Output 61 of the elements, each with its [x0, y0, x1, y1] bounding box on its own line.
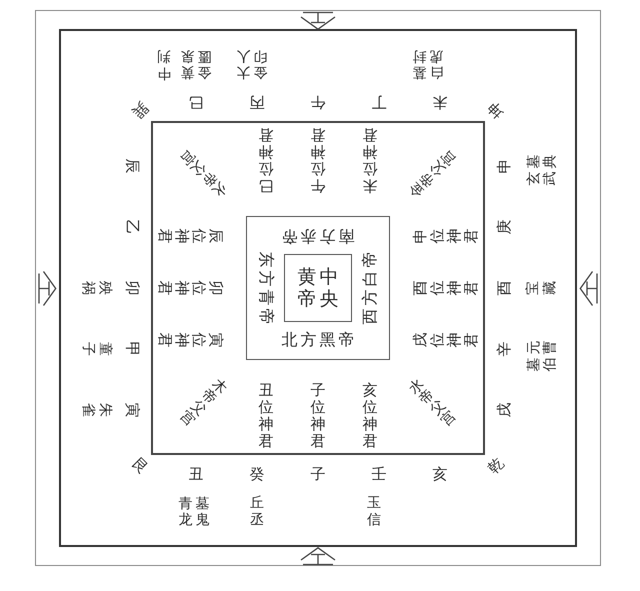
diagonal-label: 金帝父宫	[407, 146, 460, 199]
direction-label: 坤	[485, 98, 508, 121]
column-label: 子位神君	[310, 382, 326, 450]
diagonal-label: 水帝父宫	[407, 377, 460, 430]
direction-label: 午	[310, 94, 326, 110]
direction-label: 癸	[250, 466, 264, 482]
direction-label: 子	[310, 466, 326, 482]
column-label: 丑位神君	[258, 382, 274, 450]
column-label: 寅位神君	[156, 332, 224, 348]
direction-label: 乾	[485, 455, 508, 478]
side-label: 东方青帝	[257, 250, 275, 328]
side-label: 南方赤帝	[278, 227, 356, 245]
direction-label: 壬	[372, 466, 386, 482]
direction-label: 寅	[124, 402, 140, 418]
direction-label: 未	[432, 94, 448, 110]
name-label: 朱雀	[79, 403, 113, 417]
name-label: 殃祸	[79, 281, 113, 295]
direction-label: 巽	[128, 98, 151, 121]
diagonal-label: 火帝父宫	[176, 146, 229, 199]
name-label: 宝藏	[525, 281, 559, 295]
direction-label: 巳	[188, 94, 204, 110]
direction-label: 乙	[124, 220, 140, 234]
direction-label: 辛	[496, 342, 512, 356]
column-label: 卯位神君	[156, 280, 224, 296]
column-label: 午位神君	[310, 126, 326, 194]
direction-label: 庚	[496, 220, 512, 234]
direction-label: 申	[496, 158, 512, 174]
name-label: 黄泉金匮	[180, 48, 212, 80]
column-label: 辰位神君	[156, 228, 224, 244]
direction-label: 丙	[250, 94, 264, 110]
name-label: 童子	[79, 342, 113, 356]
column-label: 未位神君	[362, 126, 378, 194]
name-label: 中判	[157, 47, 171, 81]
direction-label: 辰	[124, 158, 140, 174]
square-frame	[246, 216, 390, 360]
side-label: 西方白帝	[361, 248, 379, 326]
name-label: 大人金印	[236, 48, 268, 80]
column-label: 申位神君	[412, 228, 480, 244]
column-label: 巳位神君	[258, 126, 274, 194]
side-label: 北方黑帝	[280, 331, 358, 349]
name-label: 墓典玄武	[526, 154, 558, 186]
column-label: 戌位神君	[412, 332, 480, 348]
diagonal-label: 木帝父宫	[176, 377, 229, 430]
center-label: 中央黄帝	[298, 266, 338, 310]
center-box	[284, 254, 352, 322]
direction-label: 丁	[372, 94, 386, 110]
square-frame	[151, 121, 485, 455]
direction-label: 戌	[496, 402, 512, 418]
name-label: 墓封白虎	[412, 48, 444, 80]
name-label: 墓鬼青龙	[178, 496, 210, 528]
column-label: 酉位神君	[412, 280, 480, 296]
name-label: 玉信	[367, 495, 381, 529]
direction-label: 丑	[188, 466, 204, 482]
direction-label: 艮	[128, 455, 151, 478]
direction-label: 亥	[432, 466, 448, 482]
name-label: 丘丞	[250, 495, 264, 529]
direction-label: 酉	[496, 280, 512, 296]
name-label: 元曹墓伯	[526, 340, 558, 372]
direction-label: 甲	[124, 342, 140, 356]
column-label: 亥位神君	[362, 382, 378, 450]
direction-label: 卯	[124, 280, 140, 296]
